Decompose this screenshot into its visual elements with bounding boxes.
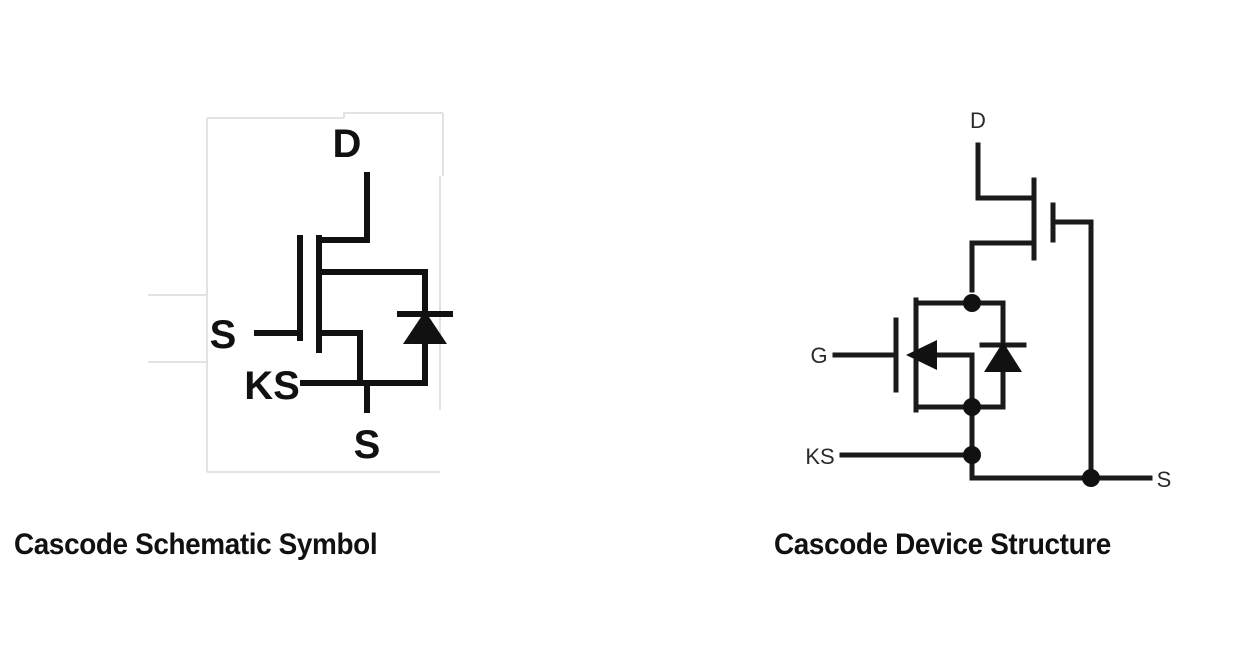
figure-cascode-device-structure: D G KS S <box>760 0 1256 520</box>
junction-dot-source-node <box>963 398 981 416</box>
body-diode <box>979 342 1027 372</box>
drain-net <box>316 172 370 243</box>
body-diode <box>397 269 453 386</box>
terminal-label-kelvin-source: KS <box>805 444 834 469</box>
diode-anode-triangle <box>984 342 1022 372</box>
junction-dot-ks-node <box>963 446 981 464</box>
terminal-label-gate: G <box>810 343 827 368</box>
mosfet-symbol <box>297 235 322 353</box>
terminal-label-source-left: S <box>210 313 237 357</box>
figure-cascode-schematic-symbol: D S KS S <box>0 0 520 520</box>
terminal-label-source: S <box>1157 467 1172 492</box>
jfet-drain-lead <box>975 142 1037 201</box>
terminal-label-source-bottom: S <box>354 423 381 467</box>
caption-cascode-schematic-symbol: Cascode Schematic Symbol <box>14 528 378 561</box>
cascode-schematic-symbol-svg: D S KS S <box>148 112 453 473</box>
mosfet-drain-node-wire <box>969 300 1006 343</box>
jfet-upper <box>969 142 1094 293</box>
caption-cascode-device-structure: Cascode Device Structure <box>774 528 1111 561</box>
cascode-device-structure-svg: D G KS S <box>805 108 1172 492</box>
diode-anode-triangle <box>403 311 447 344</box>
jfet-source-lead <box>969 240 1037 293</box>
drain-lead <box>316 172 370 243</box>
ghost-guide-boxes <box>148 112 444 473</box>
mosfet-body-arrow-head <box>906 340 937 370</box>
terminal-label-kelvin-source: KS <box>244 364 300 408</box>
junction-dot-drain-node <box>963 294 981 312</box>
terminal-label-drain: D <box>333 122 362 166</box>
terminal-label-drain: D <box>970 108 986 133</box>
mosfet-lower <box>832 297 975 413</box>
mosfet-source-node-wire <box>969 369 1006 410</box>
junction-dot-s-node <box>1082 469 1100 487</box>
lower-node-wire <box>316 330 428 386</box>
